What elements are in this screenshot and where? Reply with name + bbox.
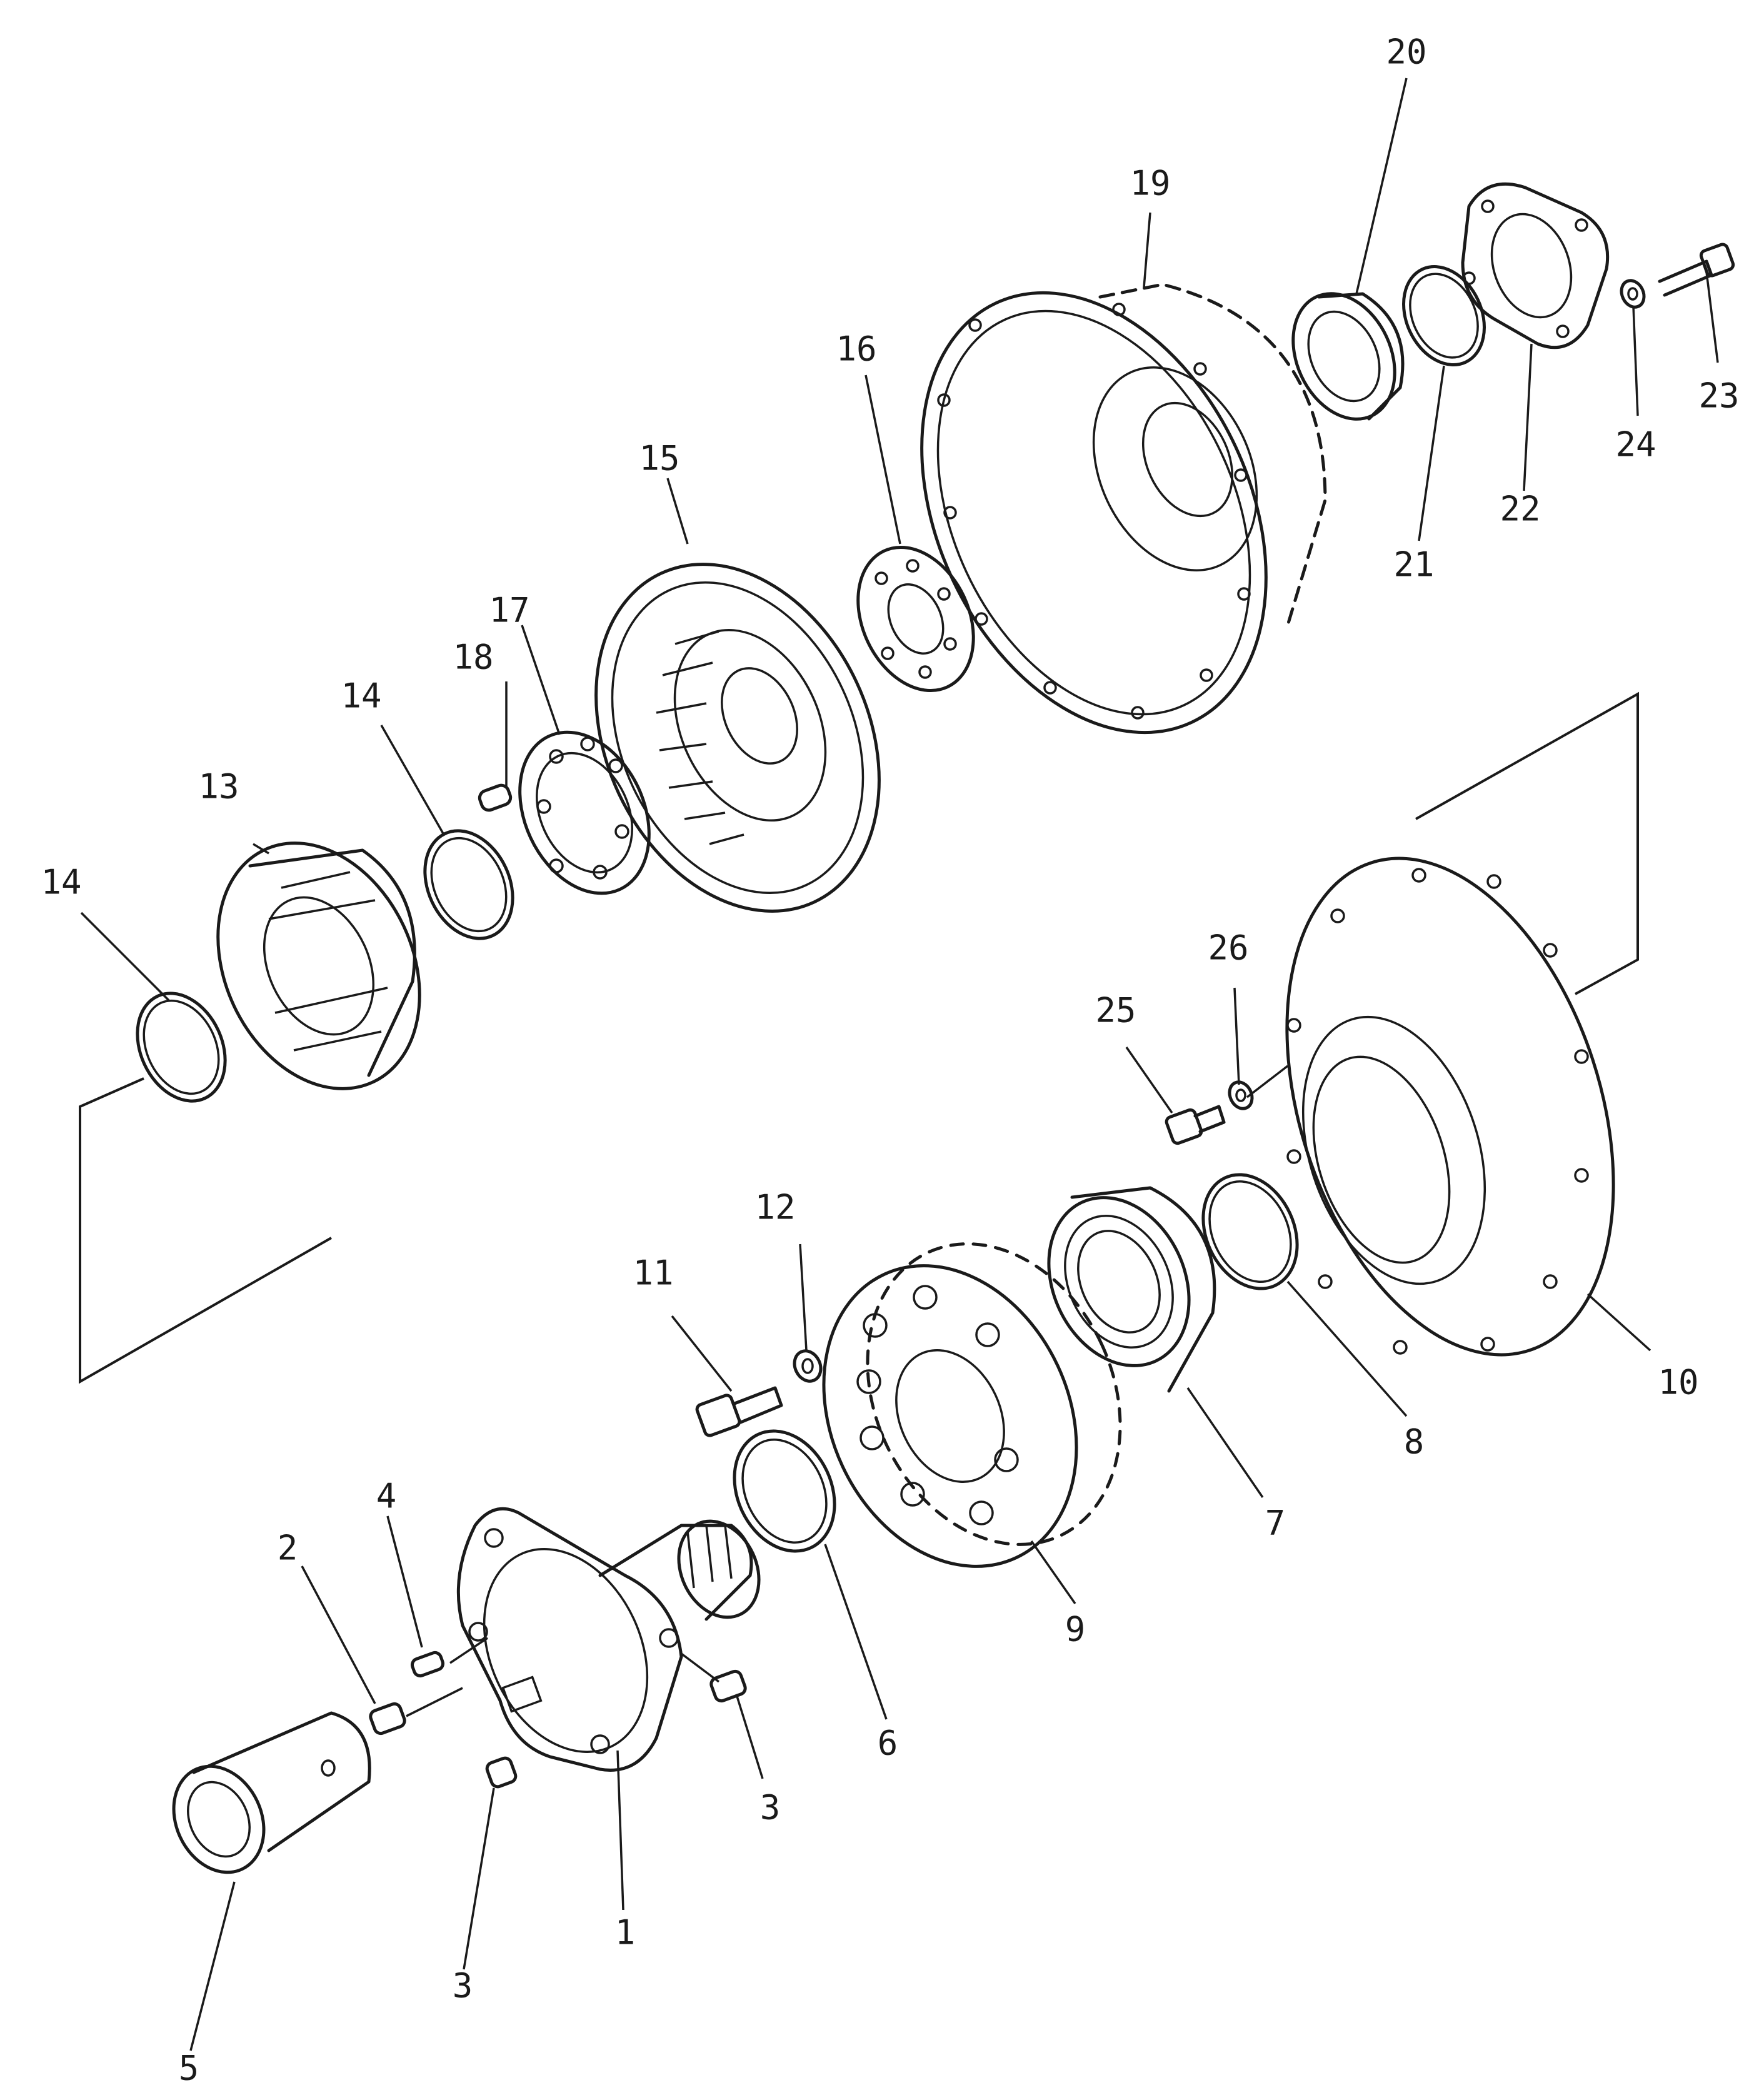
callout-14-left: 14 [41, 863, 81, 902]
part-18-pin[interactable] [478, 783, 513, 812]
part-3-set-screw-right[interactable] [709, 1669, 747, 1703]
part-13-impeller[interactable] [179, 810, 458, 1122]
part-5-sleeve[interactable] [157, 1711, 371, 1887]
part-8-snap-ring[interactable] [1185, 1159, 1315, 1304]
part-3-set-screw-lower[interactable] [485, 1756, 518, 1789]
callout-20: 20 [1386, 33, 1426, 72]
callout-21: 21 [1393, 545, 1434, 585]
part-11-bolt[interactable] [695, 1386, 783, 1437]
callout-19: 19 [1130, 164, 1170, 203]
callout-1: 1 [615, 1913, 636, 1952]
part-25-bolt[interactable] [1165, 1105, 1226, 1145]
part-23-bolt[interactable] [1658, 243, 1735, 297]
callout-9: 9 [1065, 1610, 1086, 1649]
part-1-carrier-housing[interactable] [453, 1507, 774, 1779]
assembly-frame-right [1415, 691, 1639, 995]
part-9-gear[interactable] [776, 1202, 1168, 1608]
callout-3-right: 3 [760, 1788, 781, 1827]
callout-15: 15 [639, 439, 679, 478]
callout-2: 2 [278, 1529, 298, 1568]
callout-26: 26 [1208, 928, 1248, 968]
callout-numbers: 1 2 3 3 4 5 6 7 8 9 10 11 12 13 14 14 15… [41, 33, 1739, 2088]
callout-7: 7 [1265, 1504, 1286, 1543]
part-2-set-screw[interactable] [369, 1702, 406, 1736]
part-15-turbine[interactable] [542, 518, 933, 957]
part-14-snap-ring-upper[interactable] [408, 816, 529, 953]
part-12-washer[interactable] [789, 1347, 825, 1385]
callout-4: 4 [376, 1477, 397, 1516]
callout-12: 12 [754, 1188, 795, 1227]
callout-10: 10 [1658, 1363, 1698, 1402]
part-24-washer[interactable] [1617, 277, 1648, 311]
part-4-pin[interactable] [410, 1650, 445, 1678]
callout-17: 17 [489, 591, 529, 630]
callout-16: 16 [836, 329, 876, 369]
part-7-bearing[interactable] [1023, 1175, 1216, 1393]
callout-25: 25 [1095, 991, 1136, 1030]
callout-5: 5 [179, 2049, 199, 2088]
callout-23: 23 [1698, 376, 1739, 416]
part-22-bearing-retainer[interactable] [1461, 182, 1610, 349]
callout-11: 11 [633, 1253, 673, 1293]
callout-14-upper: 14 [341, 676, 381, 716]
part-20-bearing[interactable] [1274, 277, 1415, 436]
callout-13: 13 [198, 767, 239, 806]
part-17-plate[interactable] [495, 711, 674, 914]
callout-3-lower: 3 [453, 1966, 473, 2006]
callout-8: 8 [1404, 1422, 1425, 1462]
leader-lines [80, 78, 1719, 2051]
assembly-frame-left [79, 1077, 332, 1384]
callout-22: 22 [1500, 490, 1540, 529]
part-10-housing-cover[interactable] [1228, 816, 1672, 1397]
part-14-snap-ring-left[interactable] [121, 979, 242, 1115]
part-6-spacer-ring[interactable] [716, 1415, 853, 1568]
callout-18: 18 [453, 638, 493, 677]
part-19-drive-cover[interactable] [854, 237, 1333, 788]
callout-24: 24 [1615, 425, 1656, 465]
part-21-snap-ring[interactable] [1388, 253, 1500, 378]
callout-6: 6 [878, 1724, 898, 1763]
part-26-washer[interactable] [1225, 1078, 1256, 1112]
part-16-hub[interactable] [836, 528, 996, 709]
